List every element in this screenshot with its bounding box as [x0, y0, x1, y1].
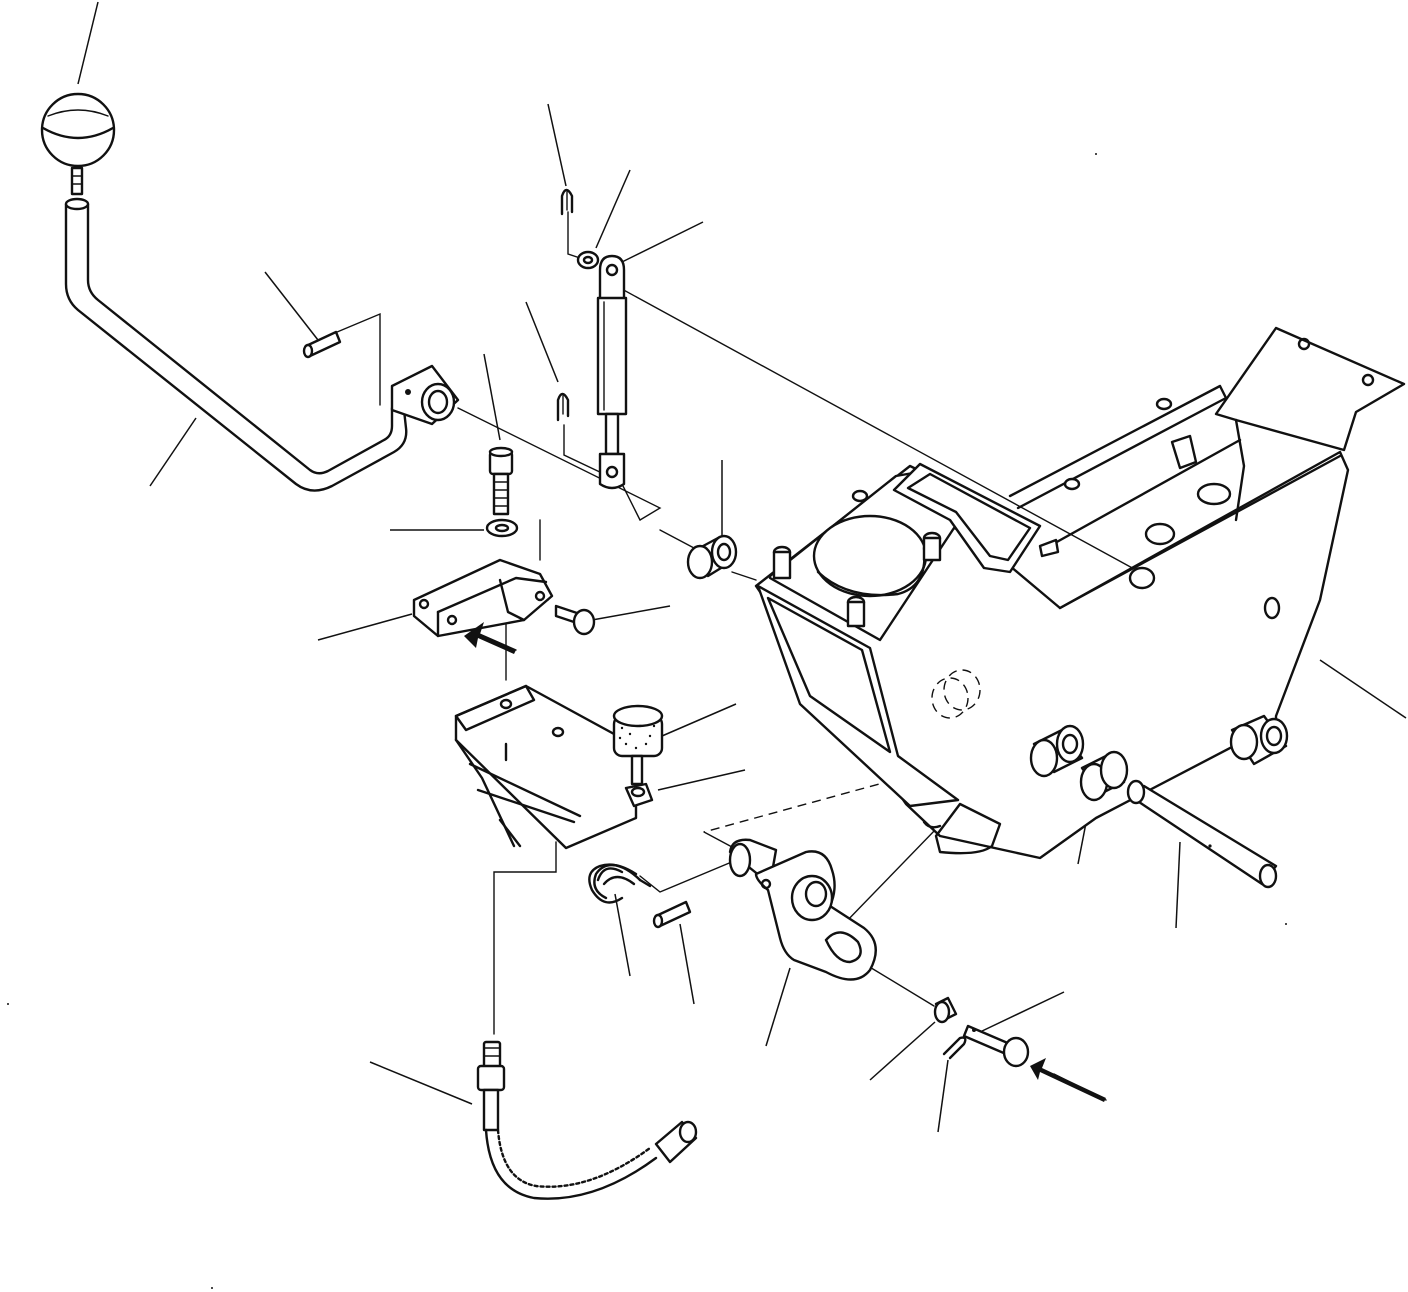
spacer	[933, 996, 958, 1024]
stop-nut	[624, 782, 654, 808]
clevis-bracket	[412, 558, 554, 654]
spring	[588, 863, 652, 904]
bushing-left	[686, 534, 738, 580]
leader-lines	[77, 1, 1407, 1133]
cap-screw	[488, 446, 514, 516]
washer-top	[576, 250, 600, 270]
bushing-right-1	[1029, 724, 1085, 778]
control-cable	[476, 1040, 698, 1200]
gas-spring	[596, 254, 628, 490]
knob	[40, 92, 116, 196]
split-pin-mid	[556, 392, 570, 422]
scan-specks	[7, 153, 1287, 1289]
rubber-stop	[612, 704, 664, 786]
clevis-pin	[554, 604, 596, 636]
pedal-housing	[754, 326, 1406, 860]
pivot-shaft	[1126, 779, 1278, 889]
roll-pin-upper	[302, 330, 342, 359]
split-pin-top	[560, 188, 574, 216]
clevis-pin-bottom	[962, 1024, 1106, 1102]
mount-plate	[454, 684, 638, 850]
shift-lever	[64, 197, 460, 492]
lock-washer	[485, 518, 519, 538]
roll-pin-lower	[652, 900, 692, 929]
split-pin-bottom	[942, 1036, 967, 1060]
bushing-right-2	[1079, 750, 1129, 802]
pedal-arm	[728, 838, 877, 981]
